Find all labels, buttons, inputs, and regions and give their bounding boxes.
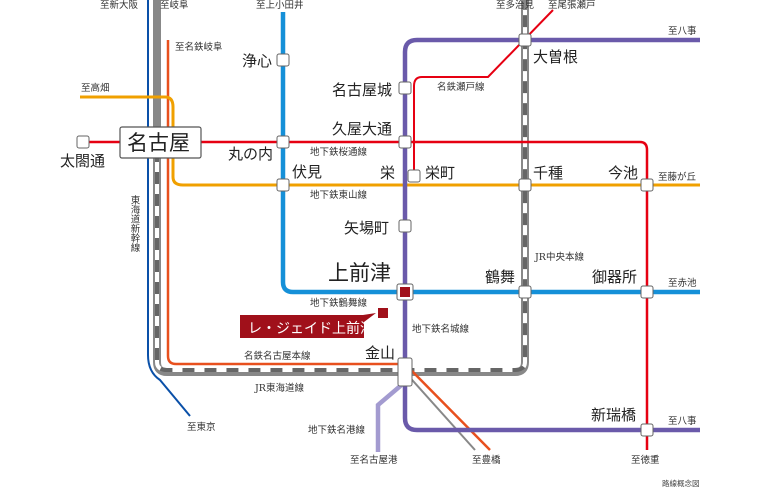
nagoya-station-box[interactable]	[119, 126, 202, 159]
dest-fujigaoka: 至藤が丘	[658, 171, 697, 183]
dest-shin-osaka: 至新大阪	[100, 0, 139, 11]
shinkansen-line	[147, 0, 191, 417]
meiko-line	[375, 380, 407, 452]
station-josin[interactable]	[276, 53, 290, 67]
label-meijo-line: 地下鉄名城線	[412, 323, 470, 335]
label-tsurumai-line: 地下鉄鶴舞線	[310, 297, 368, 309]
label-yabacho: 矢場町	[344, 219, 389, 237]
label-sakaemachi: 栄町	[425, 164, 455, 182]
dest-akaike: 至赤池	[668, 277, 697, 289]
dest-owari-seto: 至尾張瀬戸	[548, 0, 596, 11]
label-seto-line: 名鉄瀬戸線	[437, 81, 485, 93]
label-imaike: 今池	[608, 164, 638, 182]
label-aratamabashi: 新瑞橋	[591, 406, 636, 424]
label-tsurumai: 鶴舞	[485, 268, 515, 286]
label-kamimaezu: 上前津	[328, 261, 391, 285]
station-aratamabashi[interactable]	[640, 423, 654, 437]
station-gokiso[interactable]	[640, 285, 654, 299]
label-marunouchi: 丸の内	[228, 145, 273, 163]
label-taikodori: 太閤通	[60, 152, 105, 170]
label-nagoya: 名古屋	[127, 131, 190, 155]
label-ozone: 大曽根	[533, 48, 578, 66]
dest-kamiotai: 至上小田井	[256, 0, 304, 11]
property-name: レ・ジェイド上前津	[248, 320, 374, 337]
meijo-line	[402, 37, 700, 433]
jr-line-dash	[155, 10, 527, 372]
dest-tokyo: 至東京	[187, 421, 216, 433]
dest-tokushige: 至徳重	[631, 454, 660, 466]
station-sakaemachi[interactable]	[407, 169, 421, 183]
dest-meitetsu-gifu: 至名鉄岐阜	[175, 41, 223, 53]
label-hisaya: 久屋大通	[332, 120, 392, 138]
dest-yagoto-top: 至八事	[668, 25, 697, 37]
label-meiko-line: 地下鉄名港線	[308, 424, 366, 436]
station-chikusa[interactable]	[518, 178, 532, 192]
station-taikodori[interactable]	[76, 135, 90, 149]
sakuradori-line	[83, 140, 649, 450]
label-shinkansen-line: 東海道新幹線	[129, 194, 141, 252]
station-kanayama[interactable]	[397, 357, 413, 387]
label-sakuradori-line: 地下鉄桜通線	[310, 146, 368, 158]
meitetsu-main-line	[166, 40, 491, 451]
station-yabacho[interactable]	[398, 219, 412, 233]
label-nagoyajo: 名古屋城	[332, 81, 392, 99]
label-gokiso: 御器所	[592, 268, 637, 286]
label-chikusa: 千種	[533, 164, 563, 182]
station-ozone[interactable]	[518, 33, 532, 47]
dest-yagoto-bottom: 至八事	[668, 415, 697, 427]
label-kanayama: 金山	[365, 344, 395, 362]
label-fushimi: 伏見	[292, 163, 322, 181]
tsurumai-line	[280, 12, 700, 295]
property-marker	[378, 308, 388, 318]
station-tsurumai[interactable]	[518, 285, 532, 299]
label-sakae: 栄	[380, 164, 395, 182]
station-nagoyajo[interactable]	[398, 81, 412, 95]
dest-takabata: 至高畑	[81, 82, 110, 94]
dest-toyohashi: 至豊橋	[472, 454, 501, 466]
dest-gifu: 至岐阜	[160, 0, 189, 11]
label-higashiyama-line: 地下鉄東山線	[310, 189, 368, 201]
station-hisaya[interactable]	[398, 135, 412, 149]
caption: 路線概念図	[662, 478, 700, 488]
meitetsu-seto-line	[413, 9, 554, 176]
station-imaike[interactable]	[640, 178, 654, 192]
station-marunouchi[interactable]	[276, 135, 290, 149]
label-chuo-line: JR中央本線	[534, 251, 584, 263]
station-fushimi[interactable]	[276, 178, 290, 192]
kamimaezu-marker	[400, 287, 410, 297]
label-meitetsu-main-line: 名鉄名古屋本線	[244, 350, 311, 362]
label-tokaido-line: JR東海道線	[254, 382, 304, 394]
dest-tajimi: 至多治見	[496, 0, 535, 11]
label-josin: 浄心	[242, 52, 272, 70]
jr-line-dash-white	[155, 10, 527, 372]
dest-nagoyako: 至名古屋港	[350, 454, 398, 466]
jr-toyohashi-line	[404, 371, 476, 451]
property-banner[interactable]	[240, 313, 376, 338]
